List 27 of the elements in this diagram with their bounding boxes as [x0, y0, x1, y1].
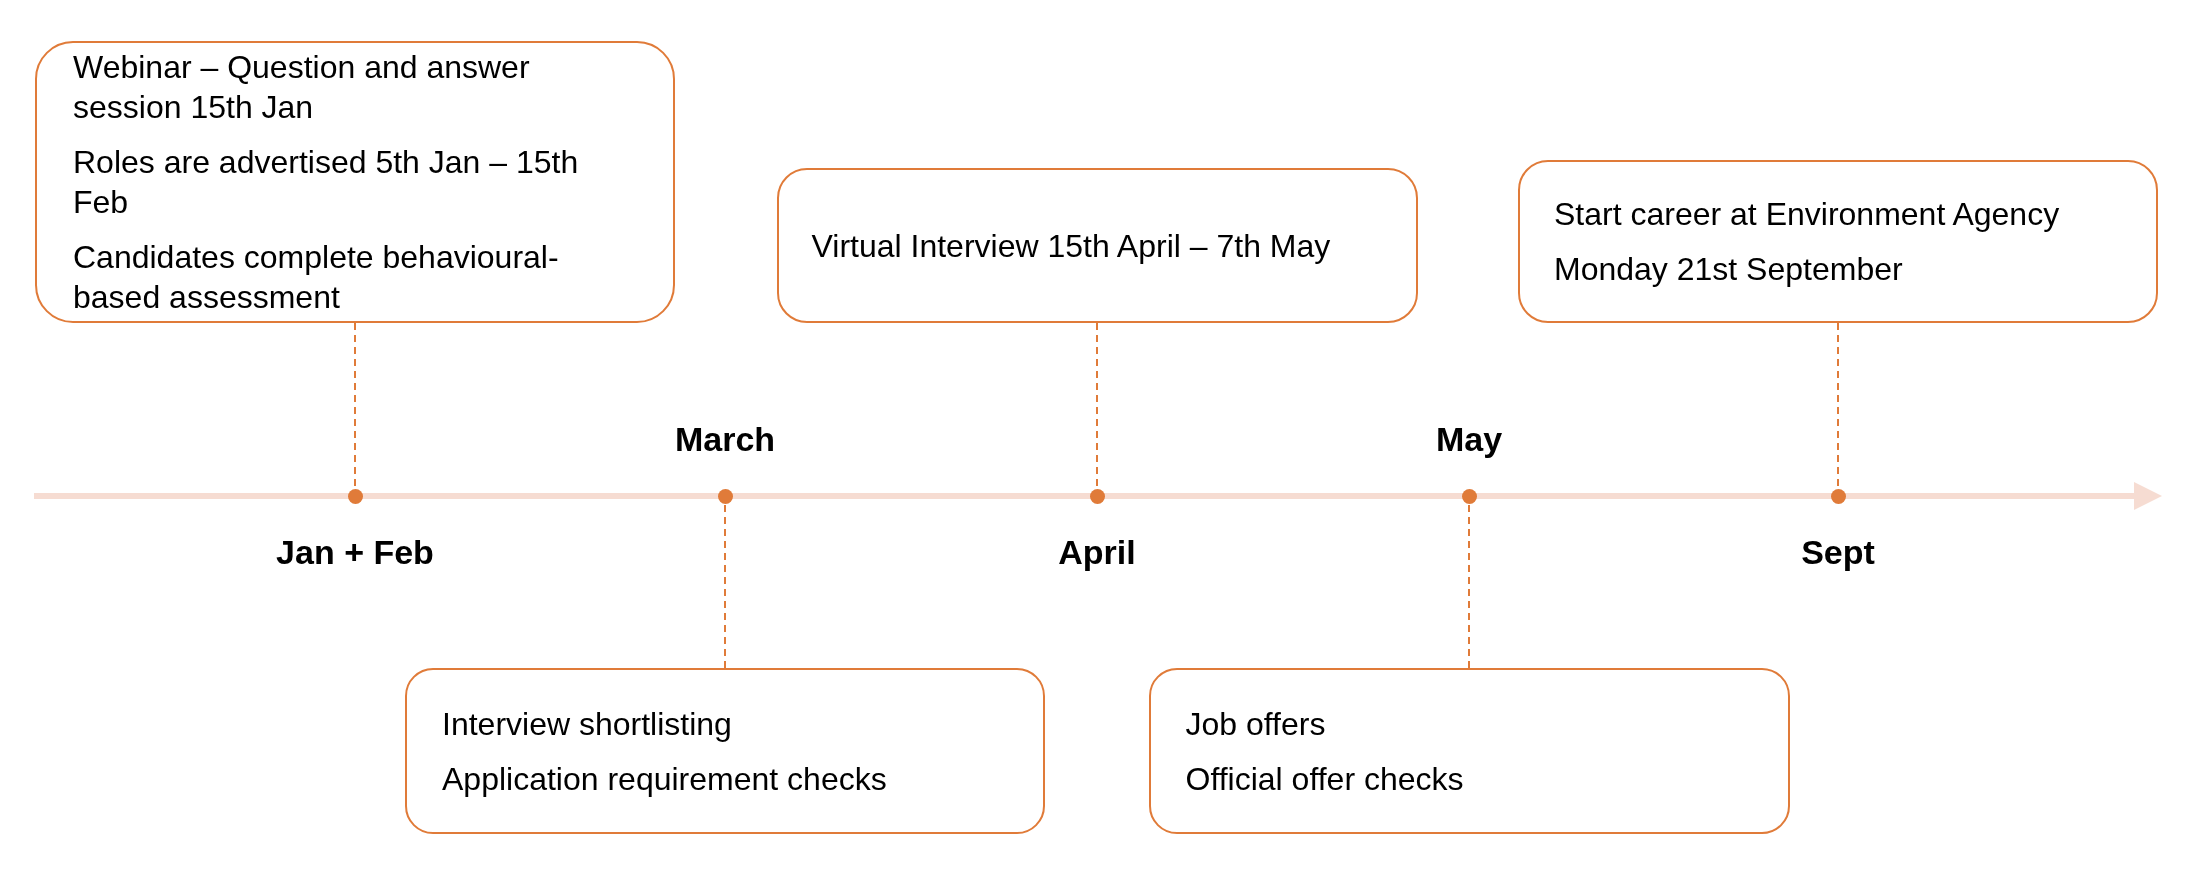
timeline-dot [1830, 488, 1846, 504]
event-text: Candidates complete behavioural-based assessment [73, 238, 560, 317]
event-text: Interview shortlisting [442, 704, 733, 744]
month-label: Jan + Feb [276, 532, 434, 572]
event-box [405, 668, 1045, 834]
event-text: Official offer checks [1185, 759, 1465, 799]
timeline-dot [717, 488, 733, 504]
event-box [1518, 160, 2158, 323]
month-label: April [1058, 532, 1136, 572]
event-box [1148, 668, 1790, 834]
event-text: Application requirement checks [442, 759, 888, 799]
month-label: Sept [1801, 532, 1875, 572]
timeline-dot [347, 488, 363, 504]
month-label: May [1435, 419, 1503, 459]
event-box [776, 168, 1418, 323]
timeline-dot [1461, 488, 1477, 504]
event-text: Virtual Interview 15th April – 7th May [811, 226, 1332, 266]
event-text: Job offers [1185, 704, 1327, 744]
event-text: Roles are advertised 5th Jan – 15th Feb [73, 143, 580, 222]
event-text: Monday 21st September [1554, 250, 1904, 289]
leader-line [1468, 502, 1470, 669]
leader-line [724, 502, 726, 669]
month-label: March [674, 419, 776, 459]
event-box [35, 41, 675, 323]
event-text: Webinar – Question and answer session 15th Jan [73, 48, 531, 127]
timeline-dot [1089, 488, 1105, 504]
event-text: Start career at Environment Agency [1554, 195, 2061, 234]
